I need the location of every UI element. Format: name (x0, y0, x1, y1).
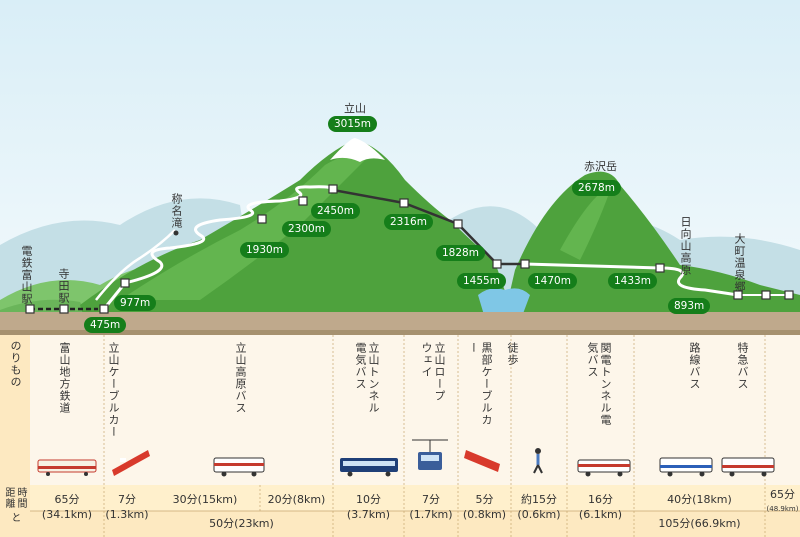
elev-badge: 2316m (384, 214, 433, 230)
header-modes: のりもの (9, 340, 22, 388)
mode-label: 立山高原バス (234, 342, 247, 414)
train-icon (37, 459, 97, 476)
time-cell: 7分(1.3km) (105, 493, 149, 521)
peak-tateyama-name: 立山 (344, 102, 366, 115)
header-conj: と (9, 512, 20, 523)
peak-tateyama-alt: 3015m (328, 116, 377, 132)
station-terada: 寺田駅 (57, 268, 70, 304)
station-hinata: 日向山高原 (679, 216, 692, 276)
elev-badge: 977m (114, 295, 157, 311)
elev-badge: 1828m (436, 245, 485, 261)
mode-label: 立山トンネル電気バス (354, 342, 380, 414)
time-cell: 40分(18km) (667, 493, 732, 506)
ropeway-icon (412, 439, 448, 470)
mode-label: 黒部ケーブルカー (467, 342, 493, 426)
time-cell: 20分(8km) (267, 493, 326, 506)
cablecar-icon (112, 450, 150, 476)
mode-label: 関電トンネル電気バス (586, 342, 612, 426)
header-time: 時間 (15, 487, 26, 509)
total-cell: 50分(23km) (209, 517, 274, 530)
elev-badge: 893m (668, 298, 711, 314)
elev-badge: 1470m (528, 273, 577, 289)
kurobe-cable-icon (464, 450, 500, 472)
peak-akazawa-alt: 2678m (572, 180, 621, 196)
elev-badge: 2300m (282, 221, 331, 237)
time-cell: 7分(1.7km) (409, 493, 453, 521)
time-cell: 10分(3.7km) (346, 493, 391, 521)
elev-badge: 1433m (608, 273, 657, 289)
mode-label: 立山ケーブルカー (107, 342, 120, 438)
time-cell: 65分(34.1km) (41, 493, 93, 521)
elev-badge: 2450m (311, 203, 360, 219)
kanden-bus-icon (577, 459, 631, 477)
mode-label: 立山ロープウェイ (420, 342, 446, 402)
elev-badge: 1455m (457, 273, 506, 289)
peak-akazawa-name: 赤沢岳 (584, 160, 617, 173)
walker-icon (533, 448, 543, 474)
mode-label: 富山地方鉄道 (58, 342, 71, 414)
elev-badge: 1930m (240, 242, 289, 258)
station-omachi: 大町温泉郷 (733, 233, 746, 293)
station-dentetsu-toyama: 電鉄富山駅 (20, 245, 33, 305)
total-cell: 105分(66.9km) (658, 517, 741, 530)
time-cell: 30分(15km) (172, 493, 238, 506)
time-cell: 5分(0.8km) (462, 493, 507, 521)
mode-label: 特急バス (736, 342, 749, 390)
header-distance: 距離 (3, 487, 14, 509)
mode-label: 路線バス (688, 342, 701, 390)
time-cell: 65分(48.9km) (766, 488, 799, 513)
elev-badge: 475m (84, 317, 127, 333)
bus-icon (213, 457, 265, 477)
time-cell: 16分(6.1km) (578, 493, 623, 521)
mode-label: 徒歩 (506, 342, 519, 366)
express-bus-icon (721, 457, 775, 477)
station-shomyo: 称名滝 (170, 193, 183, 229)
route-bus-icon (659, 457, 713, 477)
electric-bus-icon (340, 458, 398, 477)
time-cell: 約15分(0.6km) (517, 493, 561, 521)
